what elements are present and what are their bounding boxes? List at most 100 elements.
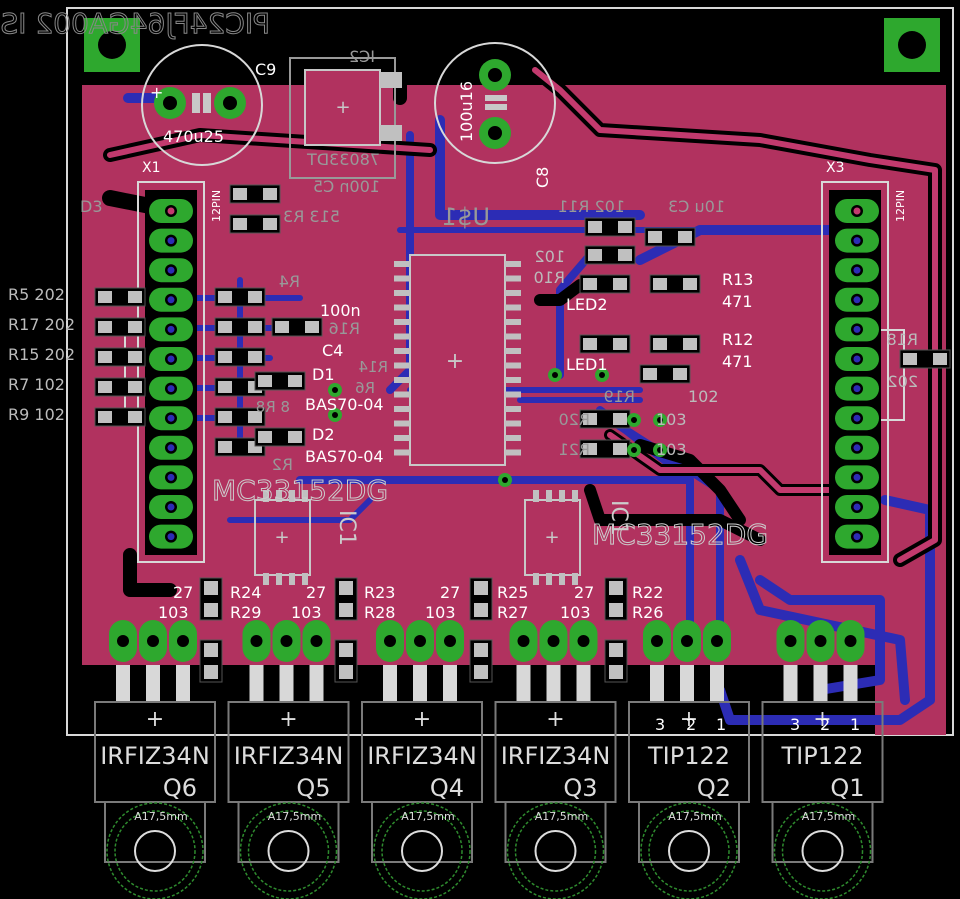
smd-part xyxy=(214,317,266,337)
x1-pin-11 xyxy=(149,495,193,519)
label-r14: R14 xyxy=(358,358,388,376)
smd-part xyxy=(334,639,358,683)
label-r26: R26 xyxy=(632,603,663,622)
x1-pin-9 xyxy=(149,435,193,460)
label-gate-resistor-2: 27 xyxy=(306,583,326,602)
u1-left-pin xyxy=(394,275,410,282)
label-led1: LED1 xyxy=(566,355,608,374)
smd-part xyxy=(271,317,323,337)
label-r20-value: 103 xyxy=(656,410,687,429)
smd-part xyxy=(229,214,281,234)
smd-part xyxy=(584,217,636,237)
label-q2-pin1: 1 xyxy=(716,715,726,734)
smd-part xyxy=(94,287,146,307)
label-gate-resistor-1: 27 xyxy=(173,583,193,602)
svg-text:+: + xyxy=(146,707,164,732)
transistor-ref-label: Q3 xyxy=(563,774,597,802)
via-group xyxy=(328,368,667,487)
transistor-ref-label: Q6 xyxy=(163,774,197,802)
driver-bottom-pin xyxy=(289,573,295,585)
label-c9-value: 470u25 xyxy=(163,127,224,146)
driver-bottom-pin xyxy=(533,573,539,585)
svg-text:+: + xyxy=(274,527,289,548)
driver-top-pin xyxy=(533,490,539,502)
label-r19-value: 102 xyxy=(688,387,719,406)
u1-right-pin xyxy=(505,435,521,441)
x3-pin-12 xyxy=(835,524,879,549)
u1-left-pin xyxy=(394,362,410,369)
transistor-row: +A17,5mmIRFIZ34NQ6+A17,5mmIRFIZ34NQ5+A17… xyxy=(94,620,884,899)
label-gate-resistor-4: 27 xyxy=(574,583,594,602)
transistor-part-label: TIP122 xyxy=(780,742,863,770)
label-r9: R9 102 xyxy=(8,405,65,424)
u1-left-pin xyxy=(394,406,410,412)
smd-part xyxy=(579,334,631,354)
smd-part xyxy=(899,349,951,369)
label-c4-value: 100n xyxy=(320,301,361,320)
label-r18-value: 202 xyxy=(887,372,918,391)
smd-components xyxy=(94,184,951,683)
label-r23: R23 xyxy=(364,583,395,602)
x3-pin-7 xyxy=(835,376,879,401)
label-bas2: BAS70-04 xyxy=(305,447,384,466)
transistor-ref-label: Q4 xyxy=(430,774,464,802)
x3-pin-3 xyxy=(835,258,879,283)
u1-left-pin xyxy=(394,290,410,296)
driver-top-pin xyxy=(289,490,295,502)
label-gate-resistor-3: 27 xyxy=(440,583,460,602)
smd-part xyxy=(254,371,306,391)
x1-pin-4 xyxy=(149,287,193,312)
label-q1-pin1: 1 xyxy=(850,715,860,734)
smd-part xyxy=(214,287,266,307)
label-r21: R21 xyxy=(559,440,590,459)
driver-top-pin xyxy=(263,490,269,502)
driver-top-pin xyxy=(559,490,565,502)
smd-part xyxy=(649,334,701,354)
mounting-hole-right xyxy=(884,18,940,72)
smd-part xyxy=(214,437,266,457)
u1-right-pin xyxy=(505,275,521,282)
smd-part xyxy=(214,347,266,367)
smd-part xyxy=(229,184,281,204)
label-r19: R19 xyxy=(604,387,635,406)
smd-part xyxy=(469,639,493,683)
driver-bottom-pin xyxy=(276,573,282,585)
u1-right-pin xyxy=(505,406,521,412)
smd-part xyxy=(199,639,223,683)
label-d2: D2 xyxy=(312,425,335,444)
transistor-part-label: IRFIZ34N xyxy=(234,742,344,770)
label-bas1: BAS70-04 xyxy=(305,395,384,414)
label-r18: R18 xyxy=(887,330,918,349)
u1-right-pin xyxy=(505,391,521,398)
label-q2-pin3: 3 xyxy=(655,715,665,734)
label-ic1-right: IC1 xyxy=(606,500,631,536)
smd-part xyxy=(649,274,701,294)
u1-right-pin xyxy=(505,261,521,267)
driver-ic-left: + xyxy=(254,499,311,576)
label-r17: R17 202 xyxy=(8,315,75,334)
transistor-part-label: TIP122 xyxy=(647,742,730,770)
regulator-ic2: + xyxy=(289,57,402,179)
label-x1: X1 xyxy=(142,160,161,176)
x1-pin-2 xyxy=(149,228,193,253)
u1-right-pin xyxy=(505,377,521,383)
heatsink-label: A17,5mm xyxy=(668,810,721,823)
x1-pin-5 xyxy=(149,317,193,342)
smd-part xyxy=(214,407,266,427)
board-title: PIC24FJ64GA002 ISO xyxy=(0,7,270,40)
heatsink-label: A17,5mm xyxy=(134,810,187,823)
u1-left-pin xyxy=(394,348,410,354)
label-c3: 10u C3 xyxy=(668,197,725,216)
transistor-ref-label: Q2 xyxy=(697,774,731,802)
smd-part xyxy=(579,439,631,459)
label-r7: R7 102 xyxy=(8,375,65,394)
label-r12: R12 xyxy=(722,330,753,349)
u1-right-pin xyxy=(505,333,521,340)
x1-pin-column xyxy=(149,199,193,549)
label-r8: 8 R8 xyxy=(256,398,290,416)
label-led2: LED2 xyxy=(566,295,608,314)
u1-left-pin xyxy=(394,420,410,427)
